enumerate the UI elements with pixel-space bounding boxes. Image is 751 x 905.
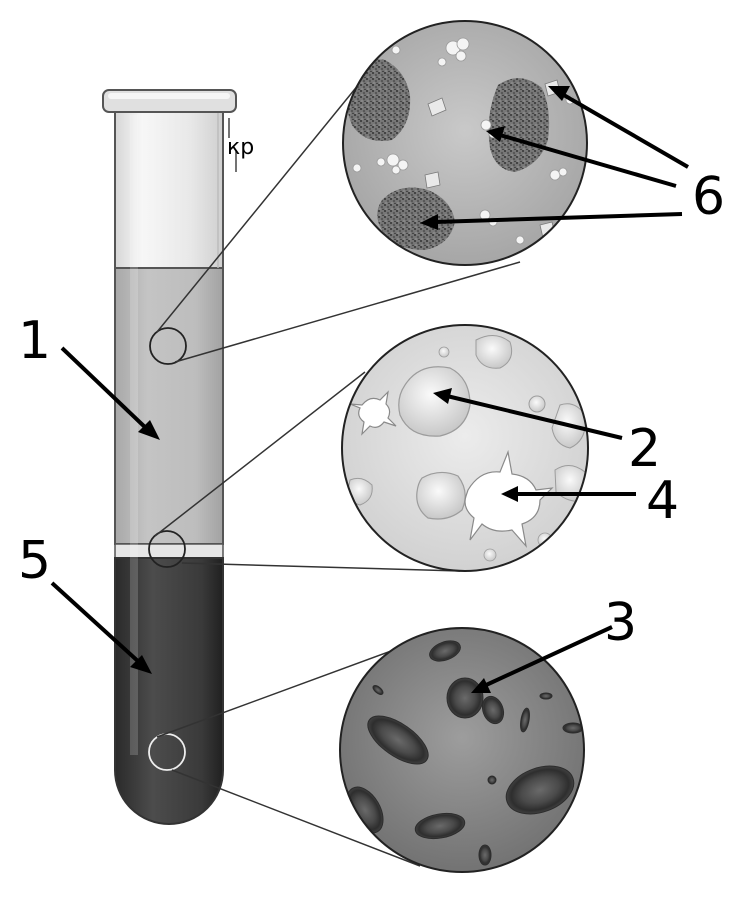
- platelet: [349, 390, 397, 436]
- label-red-cell: 3: [604, 593, 637, 653]
- magnifier-spot-plasma: [149, 327, 187, 365]
- tube-marking: кр: [227, 135, 254, 160]
- tube-highlight: [130, 115, 138, 755]
- connector-lines: [154, 67, 521, 867]
- pointer-arrows: [50, 86, 690, 693]
- lens-buffy: [341, 324, 589, 572]
- lens-red-cells: [339, 627, 585, 873]
- magnifier-spot-buffy: [148, 530, 186, 568]
- lens-plasma: [342, 20, 588, 266]
- label-platelet: 4: [646, 471, 679, 531]
- label-plasma: 1: [18, 311, 51, 371]
- protein-cluster: [488, 78, 550, 172]
- white-blood-cell: [416, 471, 466, 520]
- tube-glass-top: [114, 109, 224, 271]
- red-cell-layer: [114, 557, 224, 825]
- platelet: [464, 449, 554, 549]
- red-blood-cell: [446, 677, 484, 719]
- plasma-layer: [114, 267, 224, 545]
- label-white-cell: 2: [628, 419, 661, 479]
- label-plasma-components: 6: [692, 167, 725, 227]
- label-red-layer: 5: [18, 531, 51, 591]
- white-blood-cell: [398, 366, 471, 437]
- protein-cluster: [377, 187, 455, 250]
- protein-cluster: [347, 59, 411, 141]
- test-tube: кр: [102, 89, 254, 825]
